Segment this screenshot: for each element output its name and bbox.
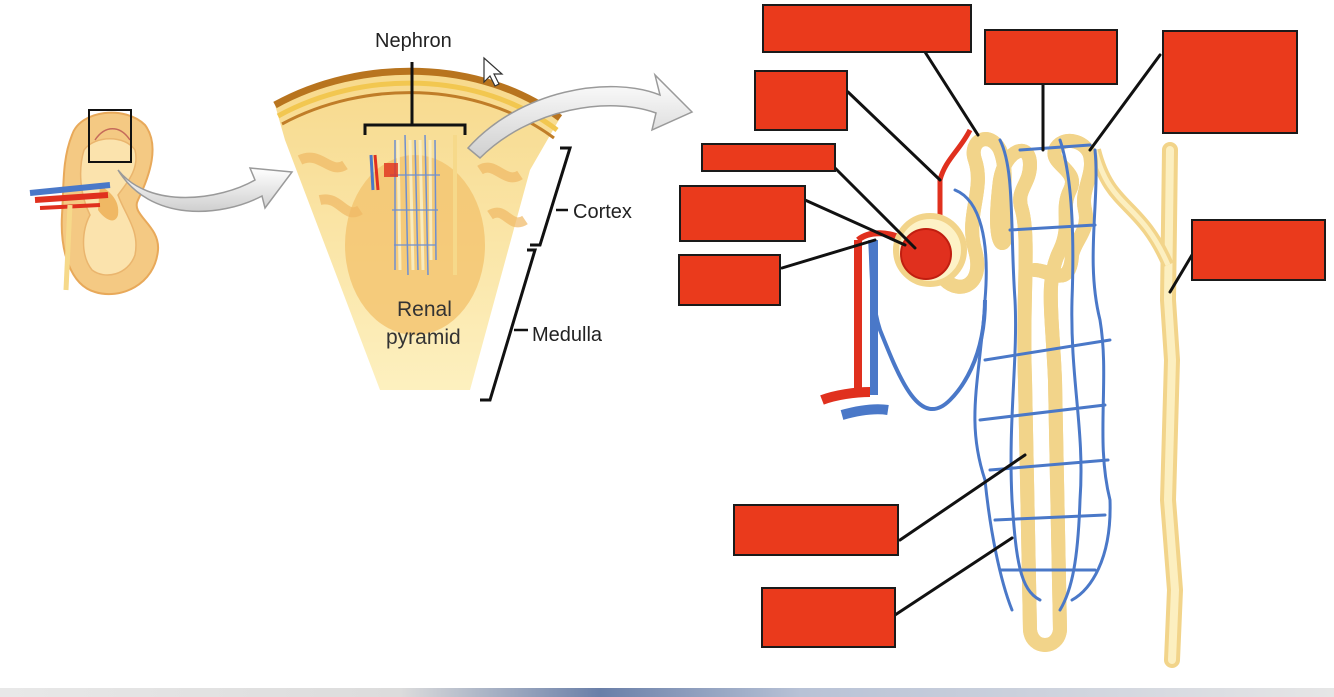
cortex-label: Cortex (573, 201, 632, 223)
taskbar-strip (0, 688, 1334, 697)
cortex-bracket (530, 146, 573, 247)
medulla-bracket (480, 248, 538, 402)
zoom-arrow-2 (466, 72, 694, 160)
nephron-detail (820, 128, 1184, 668)
blank-label-3[interactable] (1162, 30, 1298, 134)
kidney-zoom-box (88, 109, 132, 163)
medulla-label: Medulla (532, 324, 603, 346)
blank-label-4[interactable] (754, 70, 848, 131)
kidney-illustration (29, 109, 160, 296)
zoom-arrow-1 (117, 167, 294, 213)
nephron-bracket (363, 62, 467, 135)
blank-label-8[interactable] (1191, 219, 1326, 281)
blank-label-9[interactable] (733, 504, 899, 556)
renal-pyramid-label-line1: Renal (397, 298, 452, 321)
blank-labels (678, 4, 1326, 648)
mouse-cursor-icon (483, 56, 504, 87)
blank-label-7[interactable] (678, 254, 781, 306)
blank-label-1[interactable] (762, 4, 972, 53)
leader-lines (780, 50, 1194, 617)
blank-label-2[interactable] (984, 29, 1118, 85)
blank-label-5[interactable] (701, 143, 836, 172)
blank-label-6[interactable] (679, 185, 806, 242)
renal-pyramid-label-line2: pyramid (386, 326, 461, 349)
blank-label-10[interactable] (761, 587, 896, 648)
nephron-label: Nephron (375, 30, 452, 52)
